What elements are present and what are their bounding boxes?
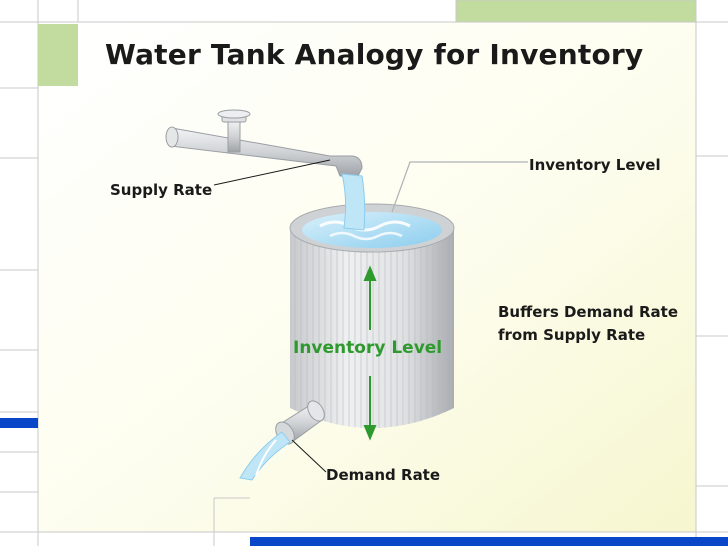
buffers-text-line-2: from Supply Rate	[498, 326, 646, 344]
buffers-text-line-1: Buffers Demand Rate	[498, 303, 679, 321]
supply-water-stream	[341, 173, 366, 231]
blue-accent-bar-bottom	[250, 537, 728, 546]
supply-rate-label: Supply Rate	[110, 181, 213, 199]
supply-rate-leader	[213, 159, 331, 186]
green-accent-block-top	[455, 0, 697, 23]
tank-body	[289, 203, 455, 428]
slide-title: Water Tank Analogy for Inventory	[105, 38, 644, 71]
inventory-level-leader	[391, 161, 528, 213]
faucet-pipe-icon	[165, 109, 363, 177]
demand-rate-label: Demand Rate	[326, 466, 441, 484]
green-accent-block-left	[38, 24, 78, 86]
blue-accent-bar-left	[0, 418, 38, 428]
inventory-level-arrow	[363, 265, 377, 441]
inventory-level-callout: Inventory Level	[529, 156, 661, 174]
tank-inventory-level-label: Inventory Level	[293, 338, 443, 358]
demand-rate-leader	[291, 439, 327, 473]
